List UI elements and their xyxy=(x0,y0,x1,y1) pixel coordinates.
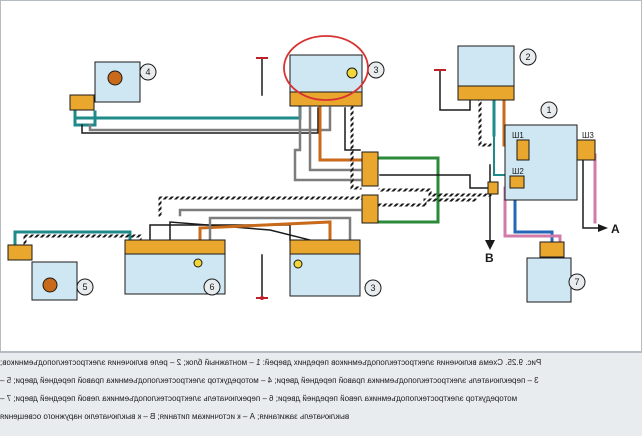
ground-markers xyxy=(256,57,446,300)
component-7-ignition xyxy=(526,241,586,303)
component-3-switch xyxy=(283,35,385,107)
wire-black-right xyxy=(379,174,491,189)
wire-black-a xyxy=(582,154,601,229)
output-labels: A B xyxy=(485,222,620,265)
wire-green xyxy=(378,156,440,224)
label-component-6: 6 xyxy=(209,282,214,292)
wire-black-cross xyxy=(149,224,291,241)
label-output-a: A xyxy=(611,222,620,236)
label-component-5: 5 xyxy=(82,282,87,292)
component-6-switch xyxy=(124,239,226,296)
wire-bw-right xyxy=(378,188,492,197)
component-1-mounting-block xyxy=(504,101,596,201)
caption-line-1: Рис. 9.25. Схема включения электростекло… xyxy=(0,358,542,367)
output-arrows xyxy=(485,224,608,250)
wire-grey-3b xyxy=(308,106,362,172)
wire-pink-ign xyxy=(503,186,562,244)
wiring-diagram: 4 3 2 1 6 5 3 7 Ш1 Ш3 Ш2 A B xyxy=(0,0,642,352)
label-component-2: 2 xyxy=(525,52,530,62)
wire-bw-3 xyxy=(350,106,362,190)
wire-orange-3 xyxy=(318,106,362,162)
component-5-motor xyxy=(7,244,94,301)
wire-black-top xyxy=(81,107,319,134)
label-component-7: 7 xyxy=(574,277,579,287)
label-component-3-bottom: 3 xyxy=(370,283,375,293)
label-sh2: Ш2 xyxy=(512,167,524,176)
label-output-b: B xyxy=(485,251,494,265)
wire-grey-cross xyxy=(208,216,352,242)
highlight-circle xyxy=(283,35,369,101)
label-sh3: Ш3 xyxy=(582,131,594,140)
caption-line-2: 3 – переключатель электростеклоподъемник… xyxy=(0,376,539,385)
component-2-relay xyxy=(457,45,537,101)
label-sh1: Ш1 xyxy=(512,131,524,140)
component-number-labels: 4 3 2 1 6 5 3 7 xyxy=(82,52,579,293)
arrow-a xyxy=(598,224,608,232)
component-4-motor xyxy=(69,61,157,111)
wire-bw-left xyxy=(158,196,362,217)
wire-bw-lmotor xyxy=(23,234,142,247)
caption-line-3: моторедуктор электростеклоподъемника лев… xyxy=(0,394,518,403)
connector-labels: Ш1 Ш3 Ш2 xyxy=(512,131,594,176)
wire-orange-left xyxy=(198,220,332,242)
wire-relay-bw xyxy=(478,98,492,147)
wire-bw-right2 xyxy=(378,198,477,207)
wire-grey-3a xyxy=(293,106,362,182)
wire-grey-top xyxy=(88,106,332,132)
wire-relay-ground xyxy=(439,69,471,111)
label-component-4: 4 xyxy=(145,67,150,77)
label-component-1: 1 xyxy=(546,105,551,115)
wire-black-3 xyxy=(344,107,361,151)
label-component-3: 3 xyxy=(373,65,378,75)
caption-line-4: выключатель зажигания; А – к источникам … xyxy=(0,412,350,421)
arrow-b xyxy=(485,240,495,250)
connector-stacks xyxy=(361,151,499,224)
figure-caption: Рис. 9.25. Схема включения электростекло… xyxy=(0,352,642,436)
component-3-bottom-switch xyxy=(289,239,382,297)
wire-grey-left xyxy=(178,208,362,217)
wires xyxy=(13,57,601,299)
